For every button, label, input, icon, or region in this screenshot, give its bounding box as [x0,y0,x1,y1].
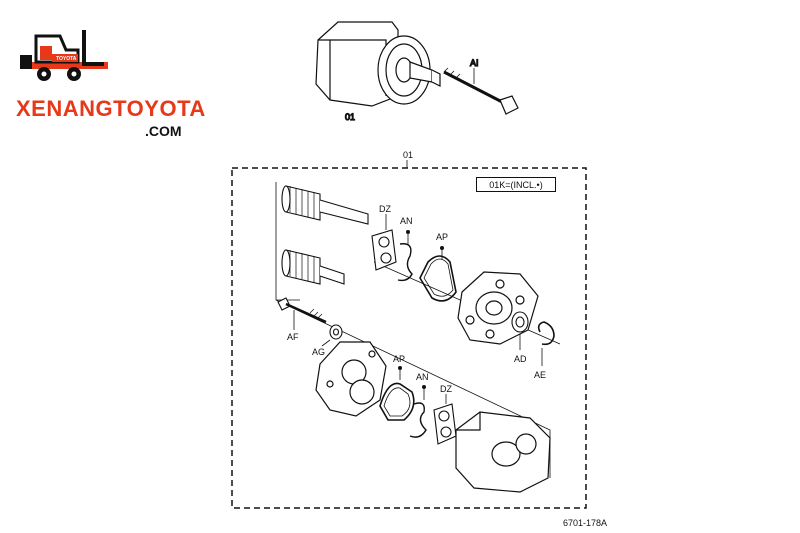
kit-dot-icon [398,366,402,370]
label-dz-bottom: DZ [440,384,452,394]
backup-ring-an-bottom-illustration [409,402,427,438]
kit-dot-icon [422,385,426,389]
oil-seal-ad-illustration [511,311,529,333]
brand-suffix-text: .COM [145,123,182,139]
label-af: AF [287,332,299,342]
kit-dot-icon [440,246,444,250]
label-ag: AG [312,347,325,357]
snap-ring-ae-illustration [537,321,555,346]
label-ai: AI [470,58,479,68]
front-cover-illustration [457,271,539,345]
label-an-top: AN [400,216,413,226]
assembly-number-label: 01 [345,112,355,122]
label-ad: AD [514,354,527,364]
o-ring-ap-top-illustration [419,255,457,302]
label-ae: AE [534,370,546,380]
group-number-label: 01 [403,150,413,160]
kit-dot-icon [406,230,410,234]
backup-ring-an-top-illustration [397,243,413,282]
label-ap-bottom: AP [393,354,405,364]
label-dz-top: DZ [379,204,391,214]
seal-dz-bottom-illustration [433,403,457,445]
bolt-ai-illustration: AI [443,57,519,115]
brand-name-text: XENANGTOYOTA [16,96,206,121]
seal-dz-top-illustration [371,229,397,271]
figure-reference-number: 6701-178A [563,518,608,528]
rear-cover-illustration [315,341,387,417]
logo-badge-text: TOYOTA [56,56,77,62]
drive-gear-shaft-illustration [281,185,369,225]
label-an-bottom: AN [416,372,429,382]
driven-gear-shaft-illustration [281,249,345,285]
pump-assembly-illustration: 01 [315,21,441,123]
kit-dashed-frame [231,167,587,509]
gear-housing-illustration [455,411,551,493]
forklift-logo-icon: TOYOTA [20,30,108,81]
o-ring-ap-bottom-illustration [379,382,415,421]
label-ap-top: AP [436,232,448,242]
bolt-af-illustration [277,297,327,324]
washer-ag-illustration [329,324,343,340]
kit-note-box: 01K=(INCL.•) [476,177,556,192]
